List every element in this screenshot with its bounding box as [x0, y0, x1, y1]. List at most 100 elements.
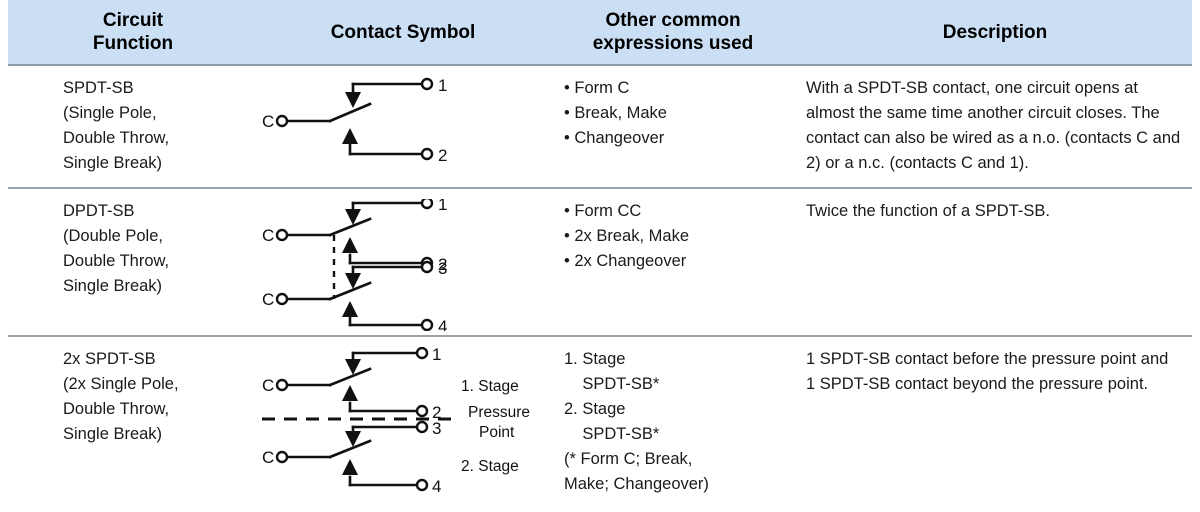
pressure-point-label-line-1: Pressure	[468, 404, 530, 421]
header-label-contact-symbol: Contact Symbol	[330, 21, 476, 43]
expression-item: • Break, Make	[564, 104, 667, 122]
switch-blade	[328, 102, 372, 123]
cell-description-2x-spdt: 1 SPDT-SB contact before the pressure po…	[798, 337, 1192, 510]
arrow-down-contact-1	[345, 209, 361, 225]
arrow-down-contact-1	[345, 92, 361, 108]
spdt-sb-symbol-diagram: C 1 2	[262, 76, 447, 165]
header-label-other-expressions: Other common expressions used	[592, 10, 754, 54]
terminal-label-4: 4	[432, 477, 441, 496]
stage-2-label: 2. Stage	[461, 458, 519, 475]
function-line: (2x Single Pole,	[63, 375, 179, 393]
arrow-down-contact-3	[345, 431, 361, 447]
terminal-circle-2	[420, 147, 434, 161]
switch-blade-stage-2	[328, 439, 372, 459]
description-text: 1 SPDT-SB contact before the pressure po…	[806, 350, 1169, 393]
arrow-down-contact-3	[345, 273, 361, 289]
table-row: 2x SPDT-SB (2x Single Pole, Double Throw…	[8, 337, 1192, 510]
terminal-circle-3	[415, 420, 429, 434]
arrow-up-contact-4	[342, 459, 358, 475]
terminal-label-1: 1	[438, 199, 447, 214]
terminal-label-3: 3	[438, 259, 447, 278]
terminal-label-c: C	[262, 112, 274, 131]
function-line: Double Throw,	[63, 252, 170, 270]
function-line: Double Throw,	[63, 129, 170, 147]
expression-item: SPDT-SB*	[564, 425, 660, 443]
terminal-label-3: 3	[432, 419, 441, 438]
function-line: SPDT-SB	[63, 79, 134, 97]
header-label-description: Description	[942, 21, 1048, 43]
cell-circuit-function-dpdt: DPDT-SB (Double Pole, Double Throw, Sing…	[8, 189, 258, 335]
terminal-circle-c1	[275, 228, 289, 242]
cell-description-dpdt: Twice the function of a SPDT-SB.	[798, 189, 1192, 335]
terminal-label-2: 2	[432, 403, 441, 422]
cell-expressions-spdt: • Form C • Break, Make • Changeover	[548, 66, 798, 187]
table-row: SPDT-SB (Single Pole, Double Throw, Sing…	[8, 66, 1192, 189]
terminal-circle-1	[415, 347, 429, 360]
expression-item: 2. Stage	[564, 400, 626, 418]
cell-contact-symbol-spdt: C 1 2	[258, 66, 548, 187]
function-line: Single Break)	[63, 425, 163, 443]
arrow-up-contact-4	[342, 301, 358, 317]
terminal-label-c2: C	[262, 448, 274, 467]
terminal-circle-c2	[275, 450, 289, 464]
terminal-label-1: 1	[438, 76, 447, 95]
description-text: Twice the function of a SPDT-SB.	[806, 202, 1050, 220]
arrow-up-contact-2	[342, 237, 358, 253]
table-header-row: Circuit Function Contact Symbol Other co…	[8, 0, 1192, 66]
arrow-up-contact-2	[342, 128, 358, 144]
cell-circuit-function-2x-spdt: 2x SPDT-SB (2x Single Pole, Double Throw…	[8, 337, 258, 510]
terminal-label-c1: C	[262, 226, 274, 245]
cell-description-spdt: With a SPDT-SB contact, one circuit open…	[798, 66, 1192, 187]
cell-contact-symbol-dpdt: C C 1 2 3 4	[258, 189, 548, 335]
two-stage-spdt-symbol-diagram: C C 1 2 3 4 1. Stage Pressure Point 2. S…	[262, 347, 530, 496]
arrow-up-contact-2	[342, 385, 358, 401]
switch-blade-pole-1	[328, 217, 372, 237]
terminal-label-4: 4	[438, 317, 447, 331]
switch-blade-stage-1	[328, 367, 372, 387]
function-line: Single Break)	[63, 154, 163, 172]
function-line: Double Throw,	[63, 400, 170, 418]
cell-contact-symbol-2x-spdt: C C 1 2 3 4 1. Stage Pressure Point 2. S…	[258, 337, 548, 510]
cell-expressions-dpdt: • Form CC • 2x Break, Make • 2x Changeov…	[548, 189, 798, 335]
function-line: DPDT-SB	[63, 202, 135, 220]
expression-item: • 2x Changeover	[564, 252, 687, 270]
header-cell-circuit-function: Circuit Function	[8, 0, 258, 64]
terminal-circle-3	[420, 260, 434, 274]
expression-item: • 2x Break, Make	[564, 227, 689, 245]
arrow-down-contact-1	[345, 359, 361, 375]
header-cell-description: Description	[798, 0, 1192, 64]
terminal-circle-1	[420, 77, 434, 91]
expression-item: (* Form C; Break,	[564, 450, 693, 468]
function-line: 2x SPDT-SB	[63, 350, 156, 368]
pressure-point-label-line-2: Point	[479, 424, 515, 441]
description-text: With a SPDT-SB contact, one circuit open…	[806, 79, 1181, 172]
terminal-circle-1	[420, 199, 434, 210]
terminal-label-c1: C	[262, 376, 274, 395]
header-label-circuit-function: Circuit Function	[92, 10, 174, 54]
terminal-label-c2: C	[262, 290, 274, 309]
switch-blade-pole-2	[328, 281, 372, 301]
cell-expressions-2x-spdt: 1. Stage SPDT-SB* 2. Stage SPDT-SB* (* F…	[548, 337, 798, 510]
terminal-circle-c1	[275, 378, 289, 392]
terminal-circle-c2	[275, 292, 289, 306]
terminal-label-1: 1	[432, 347, 441, 364]
function-line: Single Break)	[63, 277, 163, 295]
stage-1-label: 1. Stage	[461, 378, 519, 395]
expression-item: 1. Stage	[564, 350, 626, 368]
expression-item: • Form CC	[564, 202, 642, 220]
function-line: (Single Pole,	[63, 104, 157, 122]
expression-item: Make; Changeover)	[564, 475, 709, 493]
terminal-circle-2	[415, 404, 429, 418]
terminal-label-2: 2	[438, 146, 447, 165]
cell-circuit-function-spdt: SPDT-SB (Single Pole, Double Throw, Sing…	[8, 66, 258, 187]
terminal-circle-c	[275, 114, 289, 128]
terminal-circle-4	[415, 478, 429, 492]
terminal-circle-4	[420, 318, 434, 331]
dpdt-sb-symbol-diagram: C C 1 2 3 4	[262, 199, 447, 331]
function-line: (Double Pole,	[63, 227, 163, 245]
header-cell-other-expressions: Other common expressions used	[548, 0, 798, 64]
terminal-label-2: 2	[438, 255, 447, 274]
expression-item: • Form C	[564, 79, 630, 97]
expression-item: • Changeover	[564, 129, 665, 147]
